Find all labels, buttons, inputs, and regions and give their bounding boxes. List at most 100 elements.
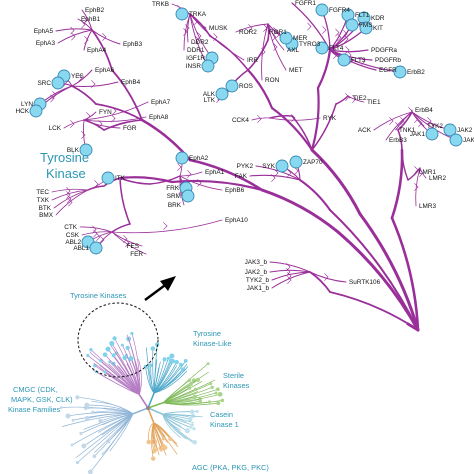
tree-leaf-branch xyxy=(51,188,89,193)
tree-twig xyxy=(92,225,97,230)
kinase-label: EphB2 xyxy=(85,7,105,14)
kinase-label: SRM xyxy=(167,193,181,200)
kinase-label: EphA4 xyxy=(87,47,107,54)
kinase-label: CCK4 xyxy=(232,117,249,124)
kinase-label: PDGFRa xyxy=(371,47,397,54)
kinase-label: TEC xyxy=(36,189,49,196)
kinome-leaf xyxy=(67,412,134,417)
tree-leaf-branch xyxy=(271,271,311,281)
kinome-dot xyxy=(210,385,214,389)
tree-twig xyxy=(197,182,202,187)
tree-twig xyxy=(94,180,99,185)
kinome-dot xyxy=(214,391,218,395)
tree-branch xyxy=(407,167,421,181)
tree-twig xyxy=(112,110,117,115)
kinome-leaf xyxy=(101,413,134,436)
tree-twig xyxy=(418,119,423,124)
tree-leaf-branch xyxy=(83,116,147,122)
kinase-circle xyxy=(275,159,289,173)
tree-leaf-branch xyxy=(415,167,421,207)
tree-twig xyxy=(93,229,98,234)
kinase-label: JAK1 xyxy=(410,131,426,138)
tree-twig xyxy=(70,120,75,125)
tree-twig xyxy=(86,112,91,117)
kinase-label: LYN xyxy=(21,101,33,108)
kinase-label: TIE1 xyxy=(367,99,381,106)
tree-twig xyxy=(187,173,192,178)
tree-twig xyxy=(70,123,75,128)
kinase-circle xyxy=(425,127,439,141)
tree-twig xyxy=(102,33,107,38)
tree-twig xyxy=(84,39,89,44)
tree-leaf-branch xyxy=(83,119,121,129)
kinome-leaf xyxy=(150,365,155,394)
kinase-label: SuRTK106 xyxy=(349,279,381,286)
kinase-circle xyxy=(201,59,215,73)
kinase-label: CSK xyxy=(66,232,80,239)
tree-twig xyxy=(195,36,200,41)
tree-leaf-branch xyxy=(55,28,93,32)
kinome-leaf xyxy=(152,348,155,394)
tree-twig xyxy=(83,16,88,21)
kinase-label: TNK1 xyxy=(399,127,416,134)
tree-twig xyxy=(389,120,394,125)
tree-leaf-branch xyxy=(261,23,269,81)
kinase-label: KIT xyxy=(373,25,383,32)
tree-twig xyxy=(177,166,182,171)
kinome-root xyxy=(146,406,150,410)
kinome-dot xyxy=(187,378,192,383)
tree-twig xyxy=(274,169,279,174)
tree-twig xyxy=(287,272,292,277)
kinase-label: LCK xyxy=(49,125,62,132)
tree-twig xyxy=(418,122,423,127)
tree-twig xyxy=(111,118,116,123)
kinase-circle xyxy=(315,41,329,55)
kinase-label: ITK xyxy=(115,175,126,182)
tree-leaf-branch xyxy=(373,111,413,131)
kinase-label: FER xyxy=(130,251,143,258)
tree-twig xyxy=(344,35,349,40)
kinome-leaf xyxy=(162,414,187,440)
tree-leaf-branch xyxy=(183,13,191,51)
kinome-dot xyxy=(184,428,190,434)
tree-twig xyxy=(194,17,199,22)
tree-twig xyxy=(187,170,192,175)
highlighted-kinases xyxy=(29,3,463,255)
kinome-leaf xyxy=(153,366,189,394)
kinome-leaf xyxy=(162,411,193,415)
kinase-label: ACK xyxy=(358,127,372,134)
tree-branch xyxy=(329,209,419,331)
kinase-label: TRKB xyxy=(152,1,169,8)
kinome-dot xyxy=(216,401,221,406)
kinome-dot xyxy=(174,359,179,365)
group-label-cmgc-1: CMGC (CDK, xyxy=(13,385,58,394)
kinome-dot xyxy=(189,409,195,415)
group-label-ck1-1: Casein xyxy=(210,410,233,419)
kinase-label: YES xyxy=(71,73,84,80)
tree-twig xyxy=(361,60,366,65)
tree-branch xyxy=(119,177,131,225)
title-line-2: Kinase xyxy=(46,166,86,181)
tree-leaf-branch xyxy=(79,226,113,233)
kinase-label: JAK1_b xyxy=(247,285,270,292)
kinase-circle xyxy=(215,87,229,101)
tree-twig xyxy=(322,29,327,34)
kinome-dot xyxy=(155,342,160,347)
tree-branch xyxy=(309,271,331,293)
kinase-label: FLT1 xyxy=(355,12,370,19)
tree-twig xyxy=(68,198,73,203)
tree-branch xyxy=(119,177,151,185)
tree-branch xyxy=(95,103,143,121)
kinase-label: EphA10 xyxy=(225,217,248,224)
kinome-dot xyxy=(150,346,156,351)
kinome-dot xyxy=(146,366,150,370)
tree-twig xyxy=(395,125,400,130)
kinase-label: FRK xyxy=(166,185,180,192)
kinase-label: ZAP70 xyxy=(303,159,323,166)
tree-twig xyxy=(93,233,98,238)
kinase-label: EphA2 xyxy=(189,155,209,162)
tree-twig xyxy=(287,169,292,174)
kinome-dot xyxy=(103,370,107,374)
kinase-label: FGR xyxy=(123,125,137,132)
kinase-labels: EphB2EphB1EphA5EphA3EphA4EphB3YESSRCLYNH… xyxy=(16,0,474,292)
